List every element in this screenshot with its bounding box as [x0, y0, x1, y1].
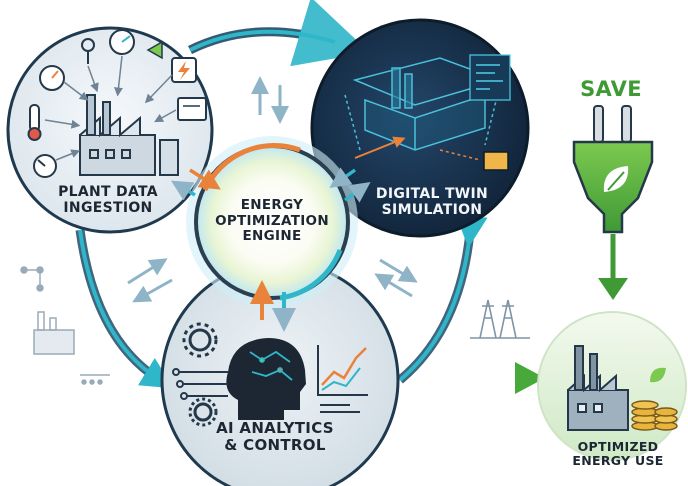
plant-data-node — [6, 26, 214, 234]
server-icon — [483, 151, 509, 171]
gear-icon — [188, 397, 218, 427]
leaf-icon — [603, 166, 629, 192]
sensor-links — [44, 55, 177, 161]
factory-icon — [79, 94, 179, 176]
circuit-lines — [172, 368, 228, 400]
gauge-icon — [109, 29, 135, 55]
ai-head-icon — [226, 338, 306, 420]
side-factory-icon — [20, 266, 110, 385]
optimized-energy-node — [537, 311, 687, 461]
optimization-engine-label: ENERGY OPTIMIZATION ENGINE — [215, 197, 329, 245]
valve-icon — [146, 40, 163, 60]
coin-stack-icon — [631, 400, 678, 431]
trend-chart-icon — [317, 345, 368, 413]
factory-icon — [567, 345, 629, 431]
gauge-icon — [39, 65, 65, 91]
leaf-icon — [650, 367, 666, 383]
sensor-icon — [81, 38, 95, 64]
transmission-tower-icon — [470, 299, 530, 339]
gear-icon — [182, 322, 218, 358]
exchange-arrows — [127, 76, 418, 303]
power-plug-icon — [572, 105, 654, 300]
thermometer-icon — [27, 104, 42, 141]
server-icon — [177, 97, 207, 121]
gauge-icon — [33, 154, 57, 178]
ai-analytics-label: AI ANALYTICS & CONTROL — [216, 419, 334, 455]
optimization-engine-node — [170, 136, 371, 332]
save-label: SAVE — [580, 77, 642, 101]
optimized-energy-label: OPTIMIZED ENERGY USE — [572, 439, 664, 469]
lightning-icon — [171, 57, 197, 83]
cycle-arrows — [75, 0, 488, 389]
output-arrow — [380, 362, 545, 394]
plant-data-label: PLANT DATA INGESTION — [58, 184, 158, 217]
digital-twin-label: DIGITAL TWIN SIMULATION — [375, 186, 489, 219]
code-panel-icon — [469, 54, 511, 101]
